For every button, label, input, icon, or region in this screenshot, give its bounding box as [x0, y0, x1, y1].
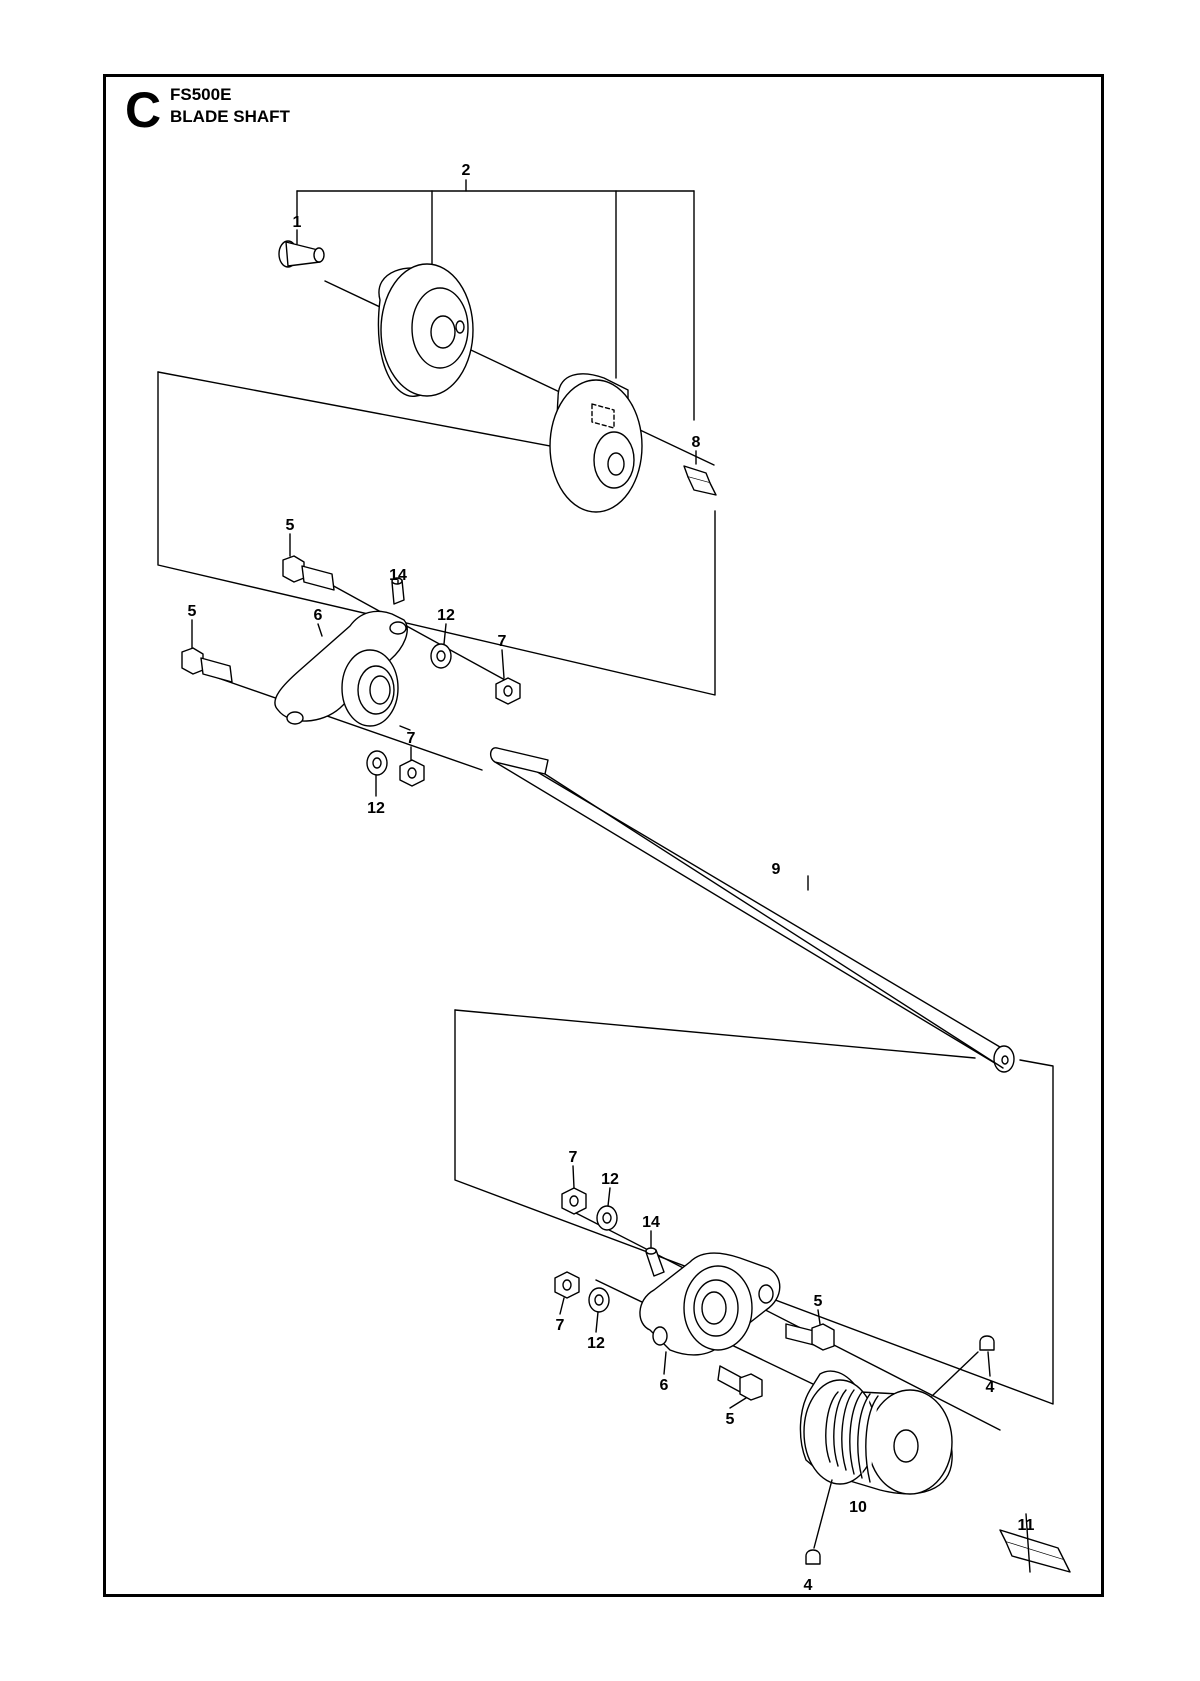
callout-2-bracket: [296, 179, 695, 421]
model-name: FS500E: [170, 85, 232, 104]
part-11-key: [999, 1529, 1071, 1573]
part-5-bolt-lower-a: [785, 1323, 835, 1351]
callout-8: 8: [692, 434, 701, 451]
part-5-bolt-upper-a: [282, 555, 335, 591]
callout-12a: 12: [437, 607, 455, 624]
part-6-bearing-upper: [274, 610, 408, 727]
callout-12c: 12: [601, 1171, 619, 1188]
part-8-key: [683, 465, 717, 496]
part-12-washer-lower-b: [588, 1287, 610, 1313]
callout-4a-leader: [931, 1351, 979, 1397]
callout-1: 1: [293, 214, 302, 231]
part-2-outer-flange: [377, 263, 474, 397]
lower-centerline: [569, 1209, 1001, 1431]
callout-14a: 14: [389, 567, 407, 584]
part-14-grease-nipple-lower: [645, 1247, 665, 1277]
part-7-nut-lower-b: [554, 1271, 580, 1299]
callout-2: 2: [462, 162, 471, 179]
part-10-pulley: [799, 1370, 953, 1495]
part-2-inner-flange: [549, 373, 643, 513]
diagram-border: [103, 74, 1104, 1597]
callout-7c: 7: [569, 1149, 578, 1166]
callout-12d: 12: [587, 1335, 605, 1352]
callout-10: 10: [849, 1499, 867, 1516]
part-7-nut-upper-a: [495, 677, 521, 705]
part-6-bearing-lower: [639, 1252, 781, 1356]
part-5-bolt-lower-b: [717, 1365, 763, 1401]
callout-7b: 7: [407, 730, 416, 747]
part-14-grease-nipple-upper: [391, 577, 405, 605]
section-title: BLADE SHAFT: [170, 107, 290, 126]
part-5-bolt-upper-b: [181, 647, 233, 683]
part-12-washer-lower-a: [596, 1205, 618, 1231]
part-7-nut-upper-b: [399, 759, 425, 787]
part-1-bolt: [278, 240, 325, 268]
part-9-shaft: [490, 747, 1015, 1073]
callout-5d: 5: [726, 1411, 735, 1428]
part-12-washer-upper-a: [430, 643, 452, 669]
callout-labels: 1 2 8 5 14 5 6 12 7 7 12 9 7 12 14 5 7 1…: [188, 162, 1035, 1594]
callout-7d: 7: [556, 1317, 565, 1334]
callout-11: 11: [1018, 1517, 1035, 1534]
callout-12b: 12: [367, 800, 385, 817]
callout-5c: 5: [814, 1293, 823, 1310]
callout-4a: 4: [986, 1379, 995, 1396]
callout-4b: 4: [804, 1577, 813, 1594]
lower-assembly-outline: [454, 1009, 1054, 1405]
callout-9: 9: [772, 861, 781, 878]
part-4-set-screw-a: [979, 1335, 995, 1351]
upper-hardware-lines: [217, 583, 506, 771]
callout-leaders: [191, 229, 1031, 1573]
section-letter: C: [125, 82, 162, 138]
part-7-nut-lower-a: [561, 1187, 587, 1215]
part-12-washer-upper-b: [366, 750, 388, 776]
callout-5a: 5: [286, 517, 295, 534]
callout-14b: 14: [642, 1214, 660, 1231]
callout-7a: 7: [498, 633, 507, 650]
callout-6b: 6: [660, 1377, 669, 1394]
callout-6a: 6: [314, 607, 323, 624]
callout-5b: 5: [188, 603, 197, 620]
part-4-set-screw-b: [805, 1549, 821, 1565]
callout-4b-leader: [813, 1479, 833, 1549]
